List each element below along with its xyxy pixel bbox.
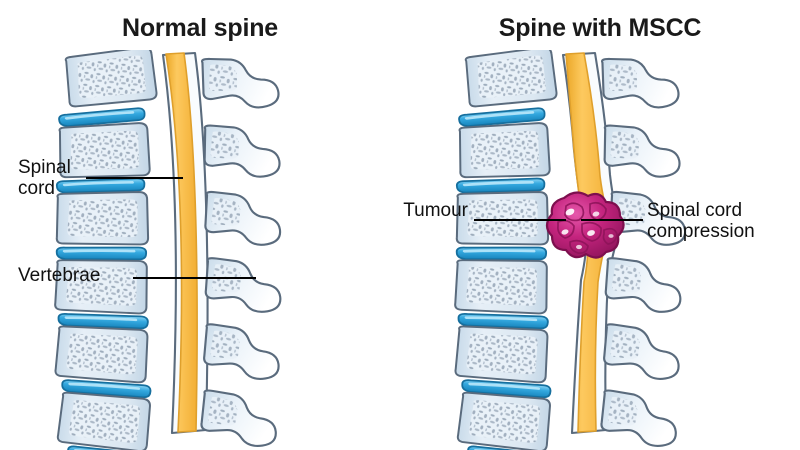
vertebral-body bbox=[457, 121, 551, 180]
spinous-process bbox=[199, 389, 280, 449]
panel-normal-spine: Normal spine bbox=[18, 14, 283, 450]
tumour-mass bbox=[545, 191, 625, 259]
vertebral-body bbox=[63, 50, 159, 109]
intervertebral-disc bbox=[455, 177, 546, 194]
spinous-process bbox=[604, 256, 683, 314]
vertebral-body bbox=[454, 323, 550, 384]
label-spinal-cord-compression: Spinal cord compression bbox=[647, 200, 755, 243]
intervertebral-disc bbox=[455, 245, 548, 262]
panel-title-normal: Normal spine bbox=[122, 14, 278, 42]
spinous-process bbox=[602, 322, 682, 381]
spinous-process bbox=[203, 190, 282, 247]
panel-title-mscc: Spine with MSCC bbox=[498, 14, 702, 42]
vertebral-body bbox=[54, 323, 150, 384]
spinous-process bbox=[204, 256, 283, 314]
vertebral-column-mscc bbox=[453, 50, 559, 450]
vertebral-body bbox=[456, 389, 553, 450]
normal-spine-illustration bbox=[53, 50, 283, 450]
vertebral-body bbox=[55, 190, 150, 246]
label-vertebrae: Vertebrae bbox=[18, 265, 101, 286]
label-spinal-cord: Spinal cord bbox=[18, 157, 71, 200]
mscc-spine-illustration bbox=[453, 50, 687, 450]
spinous-process bbox=[599, 389, 680, 449]
leader-line-spinal-cord bbox=[86, 177, 183, 179]
vertebral-body bbox=[463, 50, 559, 109]
spinal-cord-normal bbox=[165, 52, 198, 433]
spinous-process bbox=[202, 322, 282, 381]
vertebral-column-normal bbox=[53, 50, 159, 450]
spinous-process bbox=[602, 123, 681, 179]
spinous-processes-normal bbox=[199, 53, 283, 449]
leader-line-spinal-cord-compression bbox=[581, 219, 643, 221]
panel-mscc-spine: Spine with MSCC bbox=[400, 0, 800, 450]
vertebral-body bbox=[453, 257, 550, 315]
spinous-process bbox=[200, 53, 281, 113]
spinous-process bbox=[202, 123, 281, 179]
vertebral-body bbox=[56, 389, 153, 450]
intervertebral-disc bbox=[55, 245, 148, 262]
spinous-process bbox=[600, 53, 681, 113]
leader-line-tumour bbox=[474, 219, 566, 221]
leader-line-vertebrae bbox=[133, 277, 256, 279]
label-tumour: Tumour bbox=[403, 200, 468, 221]
